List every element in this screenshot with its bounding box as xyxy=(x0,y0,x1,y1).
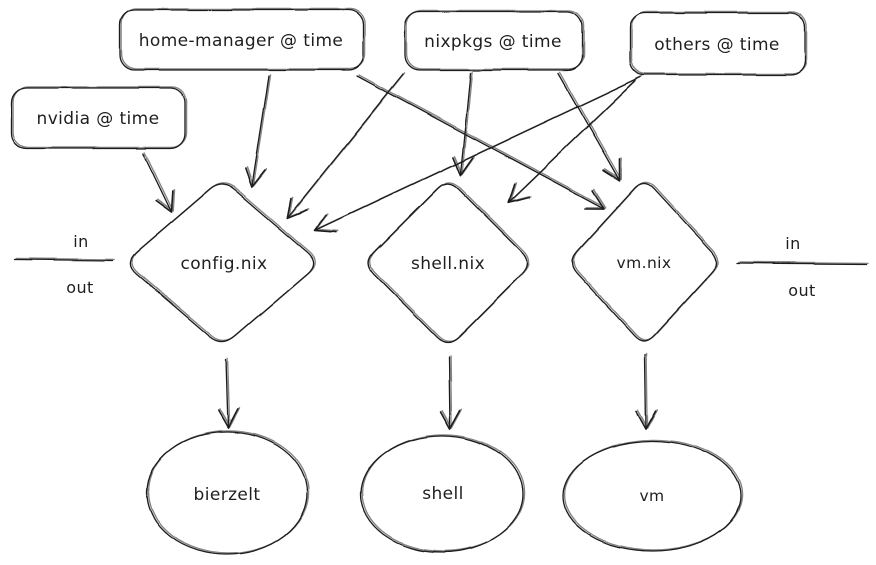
node-bierzelt-shape xyxy=(146,431,308,555)
node-vm-shape xyxy=(562,440,742,552)
edge-home-manager-to-vm-nix xyxy=(356,75,605,210)
left-out-label: out xyxy=(66,278,93,297)
left-in-out-divider-line xyxy=(14,258,114,261)
edge-config-nix-to-bierzelt xyxy=(217,359,239,429)
node-home-manager-label: home-manager @ time xyxy=(139,31,344,51)
node-home-manager-shape xyxy=(119,9,364,71)
node-others-label: others @ time xyxy=(654,35,780,55)
edge-nixpkgs-to-shell-nix xyxy=(452,72,474,176)
ink-strokes xyxy=(11,9,868,555)
edge-home-manager-to-config-nix xyxy=(244,75,270,188)
edge-shell-nix-to-shell xyxy=(439,356,461,430)
node-vm-label: vm xyxy=(639,487,664,505)
node-nixpkgs-shape xyxy=(404,11,583,71)
node-nixpkgs-label: nixpkgs @ time xyxy=(424,32,562,52)
node-vm-nix-label: vm.nix xyxy=(617,254,672,272)
left-in-label: in xyxy=(73,232,88,251)
node-nvidia-label: nvidia @ time xyxy=(37,109,160,129)
node-config-nix-label: config.nix xyxy=(181,254,268,274)
edge-vm-nix-to-vm xyxy=(635,353,657,430)
node-shell-shape xyxy=(360,435,524,553)
node-nvidia-shape xyxy=(11,87,186,149)
node-shell-label: shell xyxy=(422,484,464,504)
node-shell-nix-label: shell.nix xyxy=(411,254,485,274)
ink-layer xyxy=(11,9,869,555)
right-in-label: in xyxy=(785,234,800,253)
right-in-out-divider-line xyxy=(736,262,868,265)
node-others-shape xyxy=(629,12,806,76)
node-bierzelt-label: bierzelt xyxy=(194,485,261,505)
ink-strokes-second-pass xyxy=(14,9,869,553)
right-out-label: out xyxy=(788,281,815,300)
edge-nvidia-to-config-nix xyxy=(142,152,174,213)
